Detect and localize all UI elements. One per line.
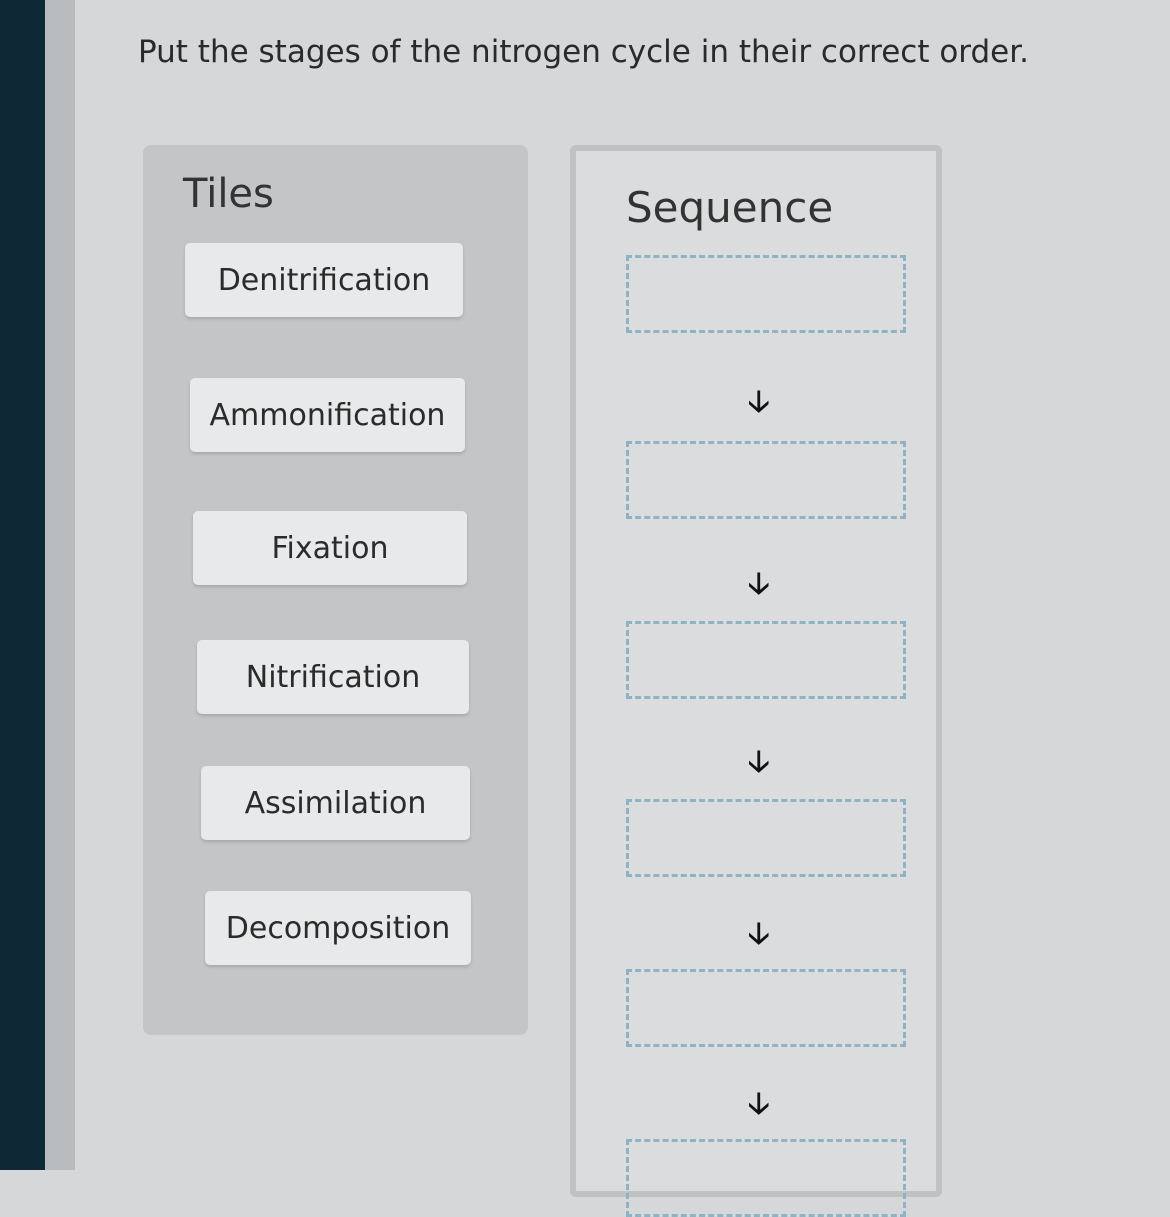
tile-assimilation[interactable]: Assimilation xyxy=(201,766,470,840)
drop-zone-6[interactable] xyxy=(626,1139,906,1217)
arrow-down-icon: 🡣 xyxy=(748,1086,770,1121)
tile-ammonification[interactable]: Ammonification xyxy=(190,378,465,452)
drop-zone-1[interactable] xyxy=(626,255,906,333)
question-text: Put the stages of the nitrogen cycle in … xyxy=(138,34,1029,70)
tile-denitrification[interactable]: Denitrification xyxy=(185,243,463,317)
arrow-down-icon: 🡣 xyxy=(748,384,770,419)
arrow-down-icon: 🡣 xyxy=(748,566,770,601)
arrow-down-icon: 🡣 xyxy=(748,744,770,779)
tile-decomposition[interactable]: Decomposition xyxy=(205,891,471,965)
left-sidebar-strip xyxy=(45,0,75,1170)
drop-zone-5[interactable] xyxy=(626,969,906,1047)
left-dark-edge xyxy=(0,0,45,1170)
drop-zone-4[interactable] xyxy=(626,799,906,877)
tile-fixation[interactable]: Fixation xyxy=(193,511,467,585)
drop-zone-2[interactable] xyxy=(626,441,906,519)
sequence-panel: Sequence 🡣 🡣 🡣 🡣 🡣 xyxy=(570,145,942,1217)
tiles-panel: Tiles Denitrification Ammonification Fix… xyxy=(143,145,528,1035)
drop-zone-3[interactable] xyxy=(626,621,906,699)
tile-nitrification[interactable]: Nitrification xyxy=(197,640,469,714)
tiles-heading: Tiles xyxy=(183,171,274,217)
sequence-heading: Sequence xyxy=(626,183,834,232)
arrow-down-icon: 🡣 xyxy=(748,916,770,951)
